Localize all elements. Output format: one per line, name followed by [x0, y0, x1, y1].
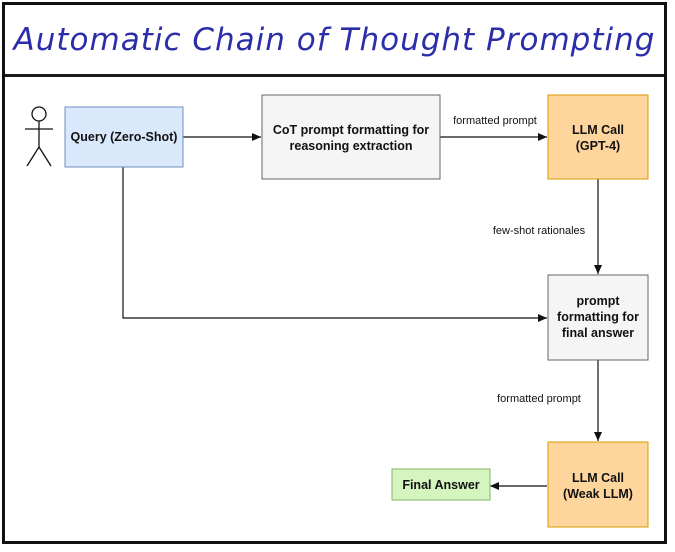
- cot-formatting-label-line-2: reasoning extraction: [290, 139, 413, 153]
- cot-formatting-label-line-1: CoT prompt formatting for: [273, 123, 429, 137]
- final-answer-formatting-node: prompt formatting for final answer: [547, 274, 649, 361]
- edges: [122, 133, 602, 490]
- diagram-title: Automatic Chain of Thought Prompting: [13, 21, 656, 58]
- llm-weak-label-line-2: (Weak LLM): [563, 487, 633, 501]
- llm-call-weak-node: LLM Call (Weak LLM): [547, 441, 649, 528]
- llm-weak-label-line-1: LLM Call: [572, 471, 624, 485]
- final-formatting-label-line-2: formatting for: [557, 310, 639, 324]
- user-actor-icon: [25, 106, 53, 167]
- cot-formatting-node: CoT prompt formatting for reasoning extr…: [261, 94, 441, 180]
- llm-call-gpt4-node: LLM Call (GPT-4): [547, 94, 649, 180]
- edge-label-few-shot-rationales: few-shot rationales: [493, 225, 586, 237]
- final-answer-node: Final Answer: [391, 468, 491, 501]
- edge-query-to-final-format: [122, 167, 547, 322]
- query-node: Query (Zero-Shot): [64, 106, 184, 168]
- final-formatting-label-line-3: final answer: [562, 326, 634, 340]
- diagram-frame: Automatic Chain of Thought Prompting: [2, 2, 667, 544]
- title-bar: Automatic Chain of Thought Prompting: [5, 5, 664, 77]
- final-answer-label: Final Answer: [402, 478, 479, 492]
- llm-gpt4-label-line-2: (GPT-4): [576, 139, 620, 153]
- final-formatting-label-line-1: prompt: [576, 294, 620, 308]
- query-node-label: Query (Zero-Shot): [71, 130, 178, 144]
- llm-gpt4-label-line-1: LLM Call: [572, 123, 624, 137]
- edge-label-formatted-prompt-2: formatted prompt: [497, 393, 581, 405]
- edge-label-formatted-prompt-1: formatted prompt: [453, 115, 537, 127]
